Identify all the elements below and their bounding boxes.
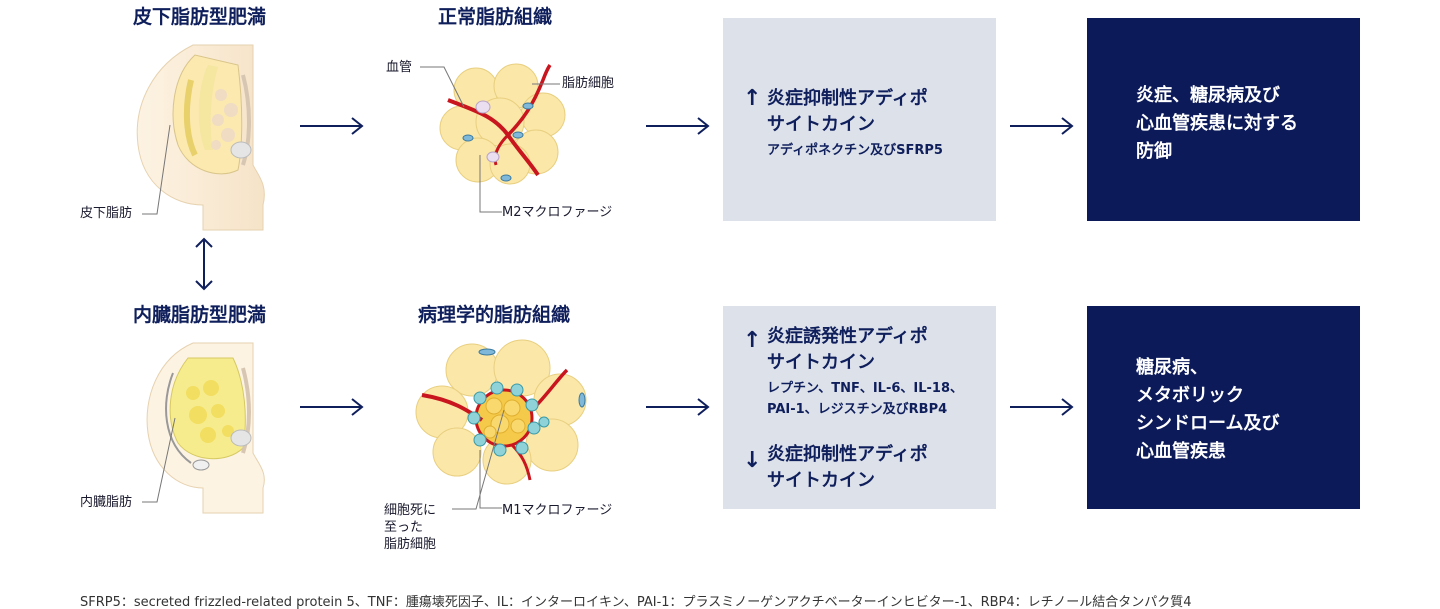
arrow-icon [646,398,710,416]
label-adipocyte: 脂肪細胞 [562,76,615,91]
bottom-box-heading-line1: 炎症誘発性アディポ [767,326,928,347]
label-m2-macrophage: M2マクロファージ [502,205,613,220]
top-result-line1: 炎症、糖尿病及び [1136,85,1280,106]
top-result-line3: 防御 [1136,141,1172,162]
up-arrow-icon: ↑ [743,86,762,111]
leader-m1-macrophage [479,450,502,509]
arrow-icon [646,117,710,135]
up-arrow-icon: ↑ [743,328,762,353]
leader-subcutaneous-fat [142,124,171,215]
bottom-result-line4: 心血管疾患 [1136,441,1226,462]
leader-visceral-fat [142,417,176,503]
label-visceral-fat: 内臓脂肪 [80,495,133,510]
arrow-icon [300,117,364,135]
pro-inflammatory-adipokine-box: ↑ 炎症誘発性アディポ サイトカイン レプチン、TNF、IL-6、IL-18、 … [723,306,996,509]
top-box-subtext: アディポネクチン及びSFRP5 [767,143,943,158]
label-blood-vessel: 血管 [386,60,413,75]
arrow-icon [300,398,364,416]
visceral-body-illustration [146,342,265,514]
pathological-adipose-tissue-illustration [415,339,587,485]
title-pathological-tissue: 病理学的脂肪組織 [418,304,571,326]
bottom-box-heading2-line1: 炎症抑制性アディポ [767,444,928,465]
bottom-box-subtext-line1: レプチン、TNF、IL-6、IL-18、 [767,381,964,396]
top-box-heading-line2: サイトカイン [767,114,875,135]
protection-outcome-box: 炎症、糖尿病及び 心血管疾患に対する 防御 [1087,18,1360,221]
label-dead-adipocyte-line1: 細胞死に [384,503,437,518]
label-dead-adipocyte-line3: 脂肪細胞 [384,537,437,552]
bottom-result-line1: 糖尿病、 [1136,357,1208,378]
arrow-icon [1010,117,1074,135]
bottom-box-subtext-line2: PAI-1、レジスチン及びRBP4 [767,402,948,417]
subcutaneous-body-illustration [136,44,265,231]
bottom-box-heading2-line2: サイトカイン [767,470,875,491]
leader-dead-adipocyte [452,409,505,510]
leader-adipocyte [532,83,560,85]
top-box-heading-line1: 炎症抑制性アディポ [767,88,928,109]
anti-inflammatory-adipokine-box: ↑ 炎症抑制性アディポ サイトカイン アディポネクチン及びSFRP5 [723,18,996,221]
label-subcutaneous-fat: 皮下脂肪 [80,206,133,221]
leader-blood-vessel [420,66,465,108]
leader-m2-macrophage [479,155,502,213]
arrow-icon [1010,398,1074,416]
title-subcutaneous-obesity: 皮下脂肪型肥満 [133,6,267,28]
label-m1-macrophage: M1マクロファージ [502,503,613,518]
title-normal-tissue: 正常脂肪組織 [438,6,553,28]
bottom-box-heading-line2: サイトカイン [767,352,875,373]
double-arrow-icon [195,237,213,291]
title-visceral-obesity: 内臓脂肪型肥満 [133,304,267,326]
disease-outcome-box: 糖尿病、 メタボリック シンドローム及び 心血管疾患 [1087,306,1360,509]
down-arrow-icon: ↓ [743,448,762,473]
bottom-result-line2: メタボリック [1136,385,1244,406]
normal-adipose-tissue-illustration [439,63,566,185]
top-result-line2: 心血管疾患に対する [1136,113,1298,134]
abbreviation-footnote: SFRP5：secreted frizzled-related protein … [80,595,1192,609]
bottom-result-line3: シンドローム及び [1136,413,1280,434]
label-dead-adipocyte-line2: 至った [384,520,424,535]
